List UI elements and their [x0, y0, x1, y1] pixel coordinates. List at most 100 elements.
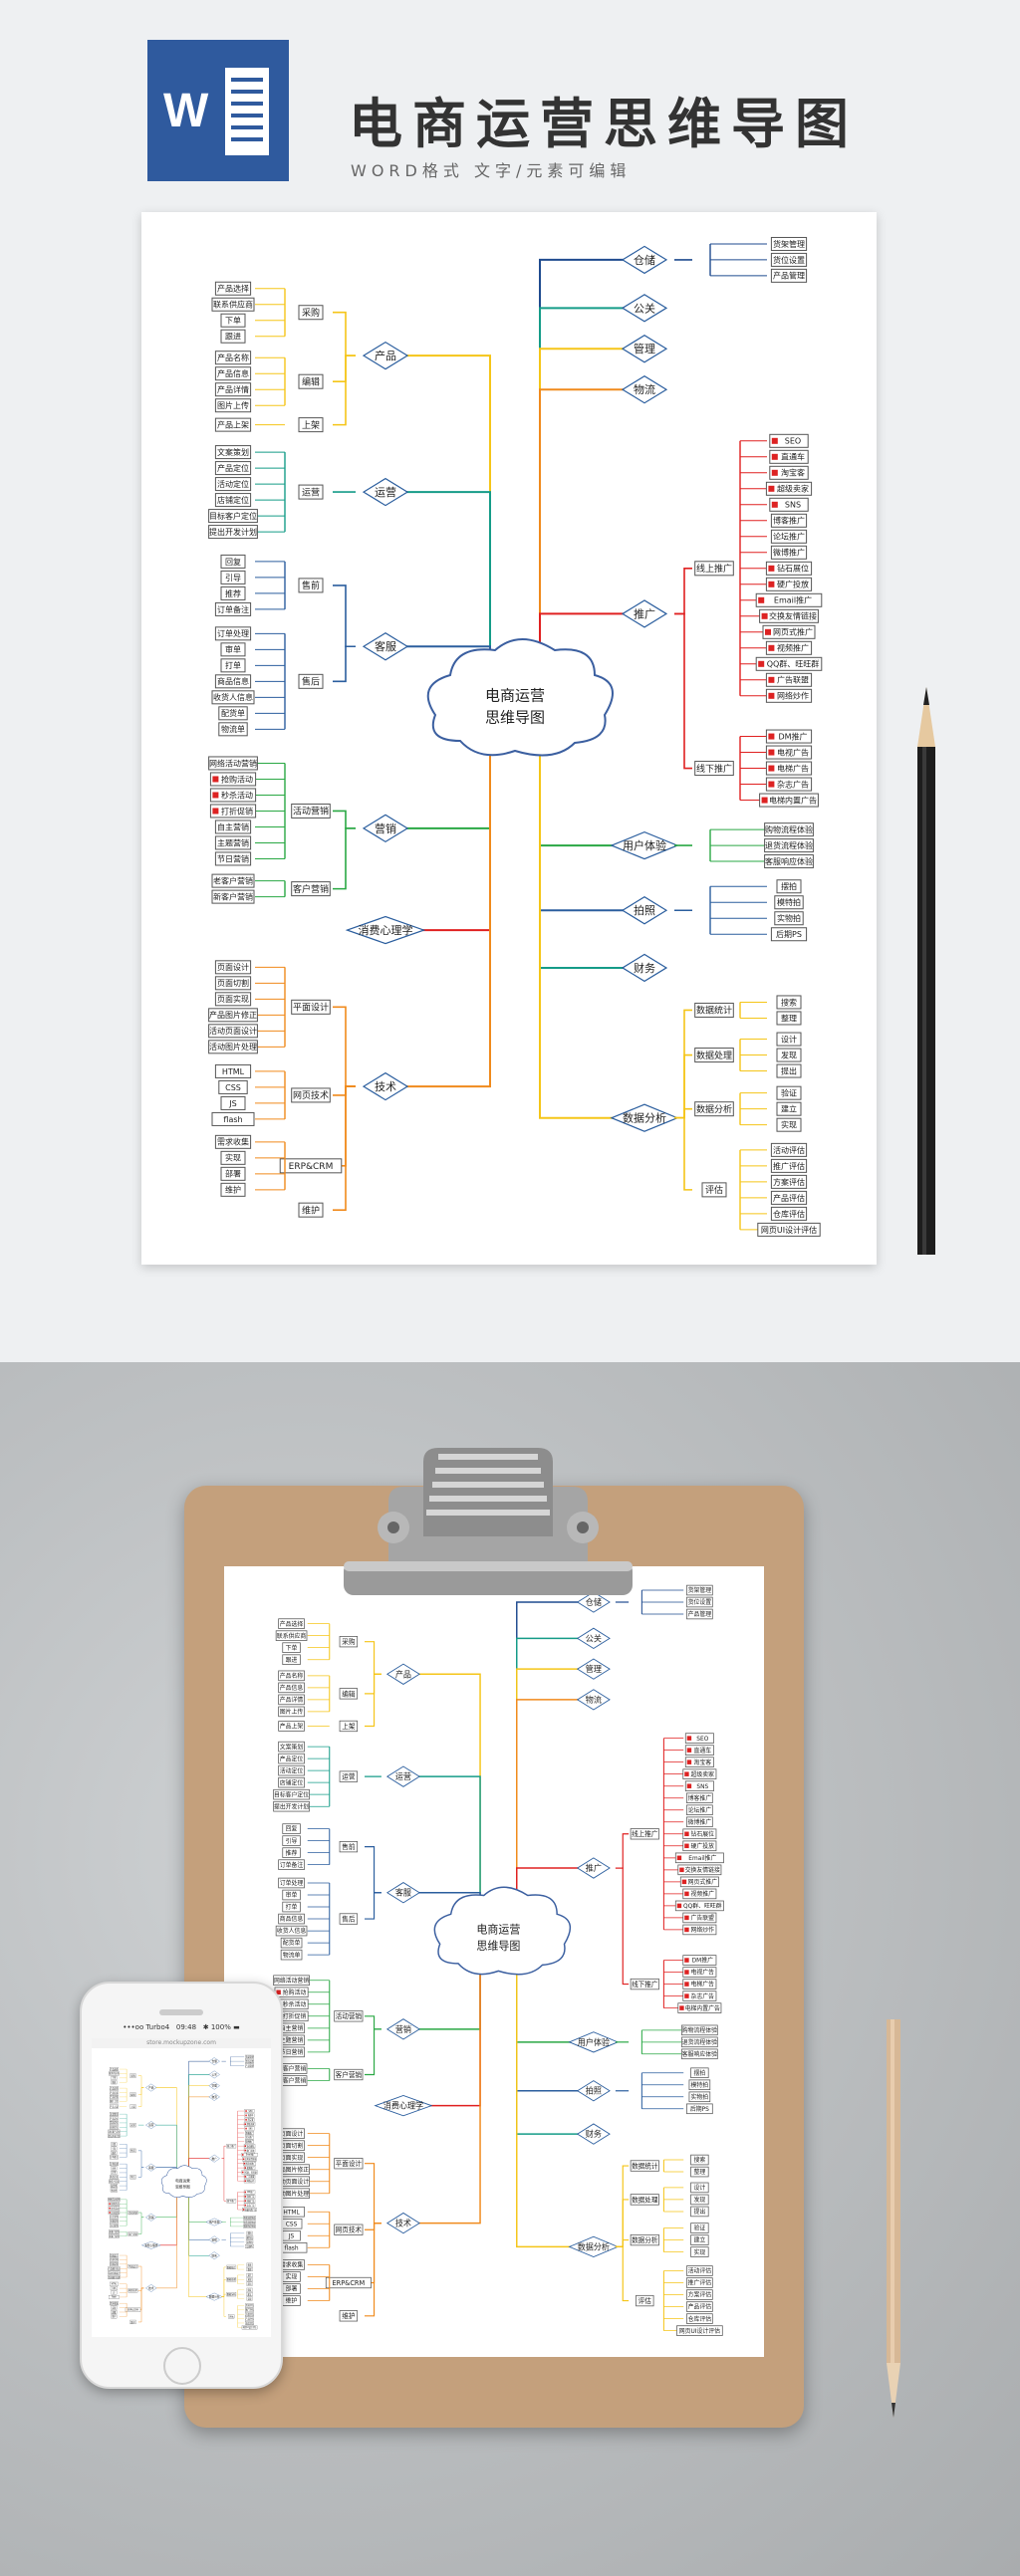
sub-node[interactable]	[129, 2175, 136, 2180]
leaf-node[interactable]	[770, 236, 808, 251]
leaf-node[interactable]	[246, 2267, 253, 2272]
leaf-node[interactable]	[111, 2171, 118, 2175]
leaf-node[interactable]	[769, 465, 809, 480]
leaf-node[interactable]	[674, 1852, 724, 1864]
leaf-node[interactable]	[690, 2166, 709, 2178]
leaf-node[interactable]	[211, 873, 255, 888]
branch-node[interactable]	[621, 335, 668, 363]
leaf-node[interactable]	[770, 1174, 808, 1189]
sub-node[interactable]	[694, 561, 734, 577]
leaf-node[interactable]	[108, 2202, 121, 2207]
branch-node[interactable]	[576, 1591, 611, 1613]
sub-node[interactable]	[226, 2292, 237, 2297]
leaf-node[interactable]	[108, 2129, 121, 2134]
sub-node[interactable]	[129, 2092, 136, 2097]
sub-node[interactable]	[291, 1087, 331, 1103]
leaf-node[interactable]	[214, 493, 252, 508]
leaf-node[interactable]	[214, 1134, 252, 1149]
branch-node[interactable]	[576, 2123, 611, 2145]
leaf-node[interactable]	[690, 2194, 709, 2206]
leaf-node[interactable]	[686, 2301, 713, 2312]
leaf-node[interactable]	[764, 822, 814, 837]
branch-node[interactable]	[362, 632, 409, 661]
branch-node[interactable]	[208, 2154, 220, 2163]
leaf-node[interactable]	[110, 2253, 119, 2257]
leaf-node[interactable]	[245, 2239, 254, 2244]
leaf-node[interactable]	[246, 2272, 253, 2277]
leaf-node[interactable]	[111, 2151, 118, 2155]
leaf-node[interactable]	[686, 2265, 713, 2276]
leaf-node[interactable]	[677, 2002, 722, 2013]
leaf-node[interactable]	[688, 2079, 711, 2091]
leaf-node[interactable]	[220, 1166, 246, 1181]
leaf-node[interactable]	[682, 1888, 717, 1900]
leaf-node[interactable]	[765, 729, 813, 744]
branch-node[interactable]	[576, 1857, 611, 1879]
branch-node[interactable]	[208, 2251, 220, 2260]
leaf-node[interactable]	[245, 2135, 254, 2140]
sub-node[interactable]	[630, 2160, 659, 2172]
leaf-node[interactable]	[765, 777, 813, 792]
leaf-node[interactable]	[218, 706, 248, 721]
leaf-node[interactable]	[110, 2155, 119, 2160]
leaf-node[interactable]	[243, 2148, 256, 2153]
leaf-node[interactable]	[774, 911, 804, 926]
leaf-node[interactable]	[243, 2174, 256, 2179]
leaf-node[interactable]	[278, 1706, 305, 1718]
leaf-node[interactable]	[241, 2153, 258, 2157]
leaf-node[interactable]	[769, 497, 809, 512]
leaf-node[interactable]	[109, 2233, 120, 2238]
leaf-node[interactable]	[243, 2122, 256, 2127]
sub-node[interactable]	[339, 1840, 359, 1853]
sub-node[interactable]	[128, 2210, 138, 2216]
branch-node[interactable]	[621, 375, 668, 404]
sub-node[interactable]	[339, 1720, 359, 1733]
leaf-node[interactable]	[776, 1101, 802, 1116]
leaf-node[interactable]	[108, 2275, 121, 2279]
leaf-node[interactable]	[220, 554, 246, 569]
leaf-node[interactable]	[243, 2194, 256, 2199]
leaf-node[interactable]	[111, 2310, 118, 2314]
leaf-node[interactable]	[278, 1741, 305, 1753]
leaf-node[interactable]	[679, 1876, 719, 1888]
branch-node[interactable]	[208, 2057, 220, 2066]
leaf-node[interactable]	[757, 1222, 821, 1237]
sub-node[interactable]	[226, 2264, 237, 2269]
leaf-node[interactable]	[211, 889, 255, 904]
branch-node[interactable]	[385, 2212, 420, 2234]
sub-node[interactable]	[630, 1828, 659, 1840]
home-button[interactable]	[163, 2347, 201, 2385]
branch-node[interactable]	[576, 1627, 611, 1650]
branch-node[interactable]	[345, 915, 426, 945]
sub-node[interactable]	[129, 2073, 136, 2078]
leaf-node[interactable]	[214, 382, 252, 397]
leaf-node[interactable]	[244, 2109, 255, 2113]
leaf-node[interactable]	[243, 2161, 257, 2166]
sub-node[interactable]	[298, 305, 324, 321]
leaf-node[interactable]	[242, 2208, 257, 2212]
leaf-node[interactable]	[214, 445, 252, 460]
leaf-node[interactable]	[214, 477, 252, 492]
leaf-node[interactable]	[243, 2203, 256, 2208]
leaf-node[interactable]	[214, 960, 252, 975]
leaf-node[interactable]	[690, 2246, 709, 2257]
leaf-node[interactable]	[110, 2090, 119, 2095]
leaf-node[interactable]	[688, 2091, 711, 2103]
leaf-node[interactable]	[765, 688, 813, 703]
leaf-node[interactable]	[770, 1190, 808, 1205]
leaf-node[interactable]	[110, 2094, 119, 2099]
leaf-node[interactable]	[686, 2313, 713, 2324]
leaf-node[interactable]	[686, 1584, 713, 1596]
leaf-node[interactable]	[243, 2179, 256, 2184]
leaf-node[interactable]	[243, 2199, 256, 2204]
leaf-node[interactable]	[220, 570, 246, 585]
leaf-node[interactable]	[770, 1158, 808, 1173]
leaf-node[interactable]	[690, 2154, 709, 2166]
leaf-node[interactable]	[110, 2099, 119, 2104]
leaf-node[interactable]	[208, 1024, 258, 1039]
leaf-node[interactable]	[243, 2166, 256, 2171]
sub-node[interactable]	[334, 2010, 364, 2022]
leaf-node[interactable]	[765, 481, 813, 496]
branch-node[interactable]	[145, 2121, 157, 2130]
leaf-node[interactable]	[111, 2075, 118, 2080]
